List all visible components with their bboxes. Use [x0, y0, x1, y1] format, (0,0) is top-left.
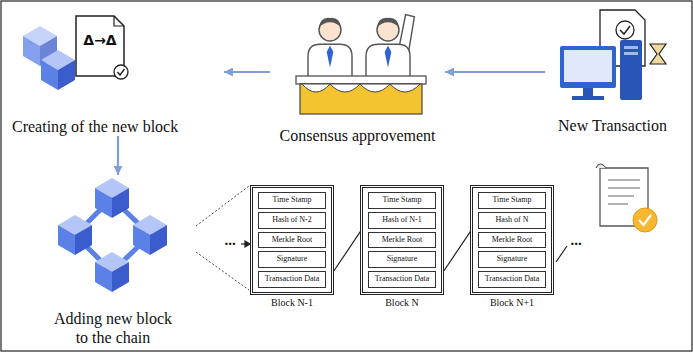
chain-network-icon [58, 178, 167, 292]
block-box: Block N+1Time StampHash of NMerkle RootS… [470, 185, 554, 295]
transaction-icon [560, 10, 666, 100]
transaction-icon [624, 52, 638, 55]
block-field: Hash of N [478, 212, 546, 229]
new-block-icon [118, 69, 125, 75]
field-label: Time Stamp [370, 196, 434, 205]
block-field: Hash of N-2 [258, 212, 326, 229]
field-label: Transaction Data [260, 275, 324, 284]
consensus-icon [366, 18, 410, 83]
field-label: Time Stamp [260, 196, 324, 205]
field-label: Hash of N-1 [370, 216, 434, 225]
field-label: Time Stamp [480, 196, 544, 205]
ledger-document-icon [608, 180, 640, 204]
block-field: Transaction Data [258, 271, 326, 288]
block-field: Merkle Root [258, 232, 326, 249]
ledger-document-icon [596, 164, 657, 232]
transaction-icon [560, 46, 616, 88]
field-label: Signature [370, 255, 434, 264]
field-label: Merkle Root [370, 236, 434, 245]
flow-arrow [224, 71, 270, 73]
block-field: Signature [258, 251, 326, 268]
block-field: Signature [478, 251, 546, 268]
block-box: Block NTime StampHash of N-1Merkle RootS… [360, 185, 444, 295]
field-label: Signature [480, 255, 544, 264]
field-label: Merkle Root [260, 236, 324, 245]
transaction-icon [620, 26, 630, 34]
block-field: Merkle Root [478, 232, 546, 249]
chain-network-icon [95, 252, 129, 292]
transaction-icon [620, 40, 642, 100]
transaction-icon [650, 44, 666, 64]
chain-network-icon [95, 178, 129, 218]
formula-symbol: Δ→Δ [78, 32, 122, 48]
stage-label: Adding new block to the chain [47, 310, 179, 347]
consensus-icon [296, 15, 426, 114]
stage-label: Consensus approvement [270, 127, 445, 145]
consensus-icon [300, 84, 422, 114]
block-heading: Block N+1 [461, 297, 563, 308]
transaction-icon [624, 46, 638, 49]
stage-group: Consensus approvement [270, 2, 445, 145]
zoom-lines [196, 252, 249, 290]
consensus-icon [308, 18, 352, 83]
field-label: Transaction Data [370, 275, 434, 284]
ledger-document-icon [633, 208, 657, 232]
flow-arrow [117, 136, 119, 175]
field-label: Hash of N [480, 216, 544, 225]
new-block-icon [23, 16, 128, 90]
new-block-icon [114, 16, 124, 26]
zoom-lines [196, 186, 249, 226]
consensus-icon [296, 76, 426, 84]
field-label: Merkle Root [480, 236, 544, 245]
new-block-icon [41, 50, 75, 90]
block-field: Time Stamp [478, 192, 546, 209]
chain-network-icon [58, 215, 92, 255]
consensus-icon [366, 15, 414, 83]
stage-label: Creating of the new block [12, 118, 224, 136]
stage-group: Adding new block to the chain [47, 175, 179, 347]
block-field: Transaction Data [368, 271, 436, 288]
block-field: Merkle Root [368, 232, 436, 249]
transaction-icon [572, 96, 604, 100]
field-label: Transaction Data [480, 275, 544, 284]
block-field: Hash of N-1 [368, 212, 436, 229]
field-label: Signature [260, 255, 324, 264]
consensus-icon [302, 84, 420, 92]
transaction-icon [564, 50, 612, 82]
block-field: Time Stamp [368, 192, 436, 209]
chain-network-icon [133, 215, 167, 255]
block-field: Signature [368, 251, 436, 268]
flow-arrow [445, 71, 545, 73]
transaction-icon [583, 88, 593, 96]
chain-arrows [556, 246, 567, 262]
new-block-icon [114, 65, 128, 79]
block-field: Time Stamp [258, 192, 326, 209]
stage-label: New Transaction [545, 117, 680, 135]
block-heading: Block N-1 [241, 297, 343, 308]
ledger-document-icon [639, 215, 651, 225]
block-box: Block N-1Time StampHash of N-2Merkle Roo… [250, 185, 334, 295]
ellipsis: ... [567, 232, 585, 249]
ellipsis: ... [221, 232, 239, 249]
stage-group: Creating of the new block [12, 8, 224, 136]
field-label: Hash of N-2 [260, 216, 324, 225]
stage-group: New Transaction [545, 8, 680, 135]
transaction-icon [616, 21, 634, 39]
block-heading: Block N [351, 297, 453, 308]
block-field: Transaction Data [478, 271, 546, 288]
zoom-lines [196, 186, 249, 290]
ledger-document-icon [596, 164, 606, 168]
